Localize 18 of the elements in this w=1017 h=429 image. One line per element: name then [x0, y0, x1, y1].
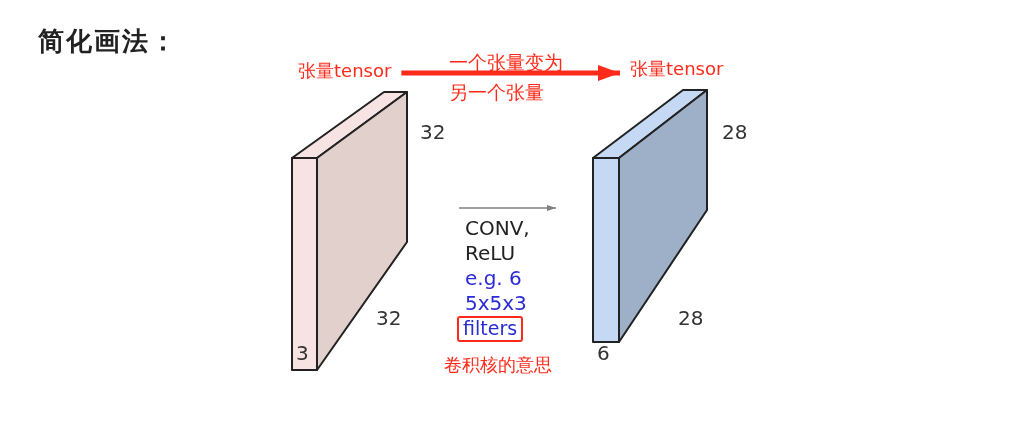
- dimension-label: 3: [296, 342, 309, 365]
- dimension-label: 28: [678, 307, 704, 330]
- page-title: 简化画法：: [38, 27, 178, 57]
- dimension-label: 6: [597, 342, 610, 365]
- layer-description-text: e.g. 6: [465, 267, 522, 290]
- highlight-box: filters: [457, 316, 524, 342]
- edge-label: 一个张量变为另一个张量: [448, 50, 564, 105]
- arrow: [401, 65, 620, 81]
- dimension-label: 32: [376, 307, 402, 330]
- tensor-label: 张量tensor: [298, 61, 392, 82]
- tensor-label: 张量tensor: [630, 59, 724, 80]
- layer-description-text: CONV,: [465, 217, 530, 240]
- dimension-label: 32: [420, 121, 446, 144]
- annotation-text: 卷积核的意思: [444, 355, 552, 376]
- layer-description-text: ReLU: [465, 242, 516, 265]
- dimension-label: 28: [722, 121, 748, 144]
- layer-description-text: 5x5x3: [465, 292, 527, 315]
- arrow: [458, 205, 557, 211]
